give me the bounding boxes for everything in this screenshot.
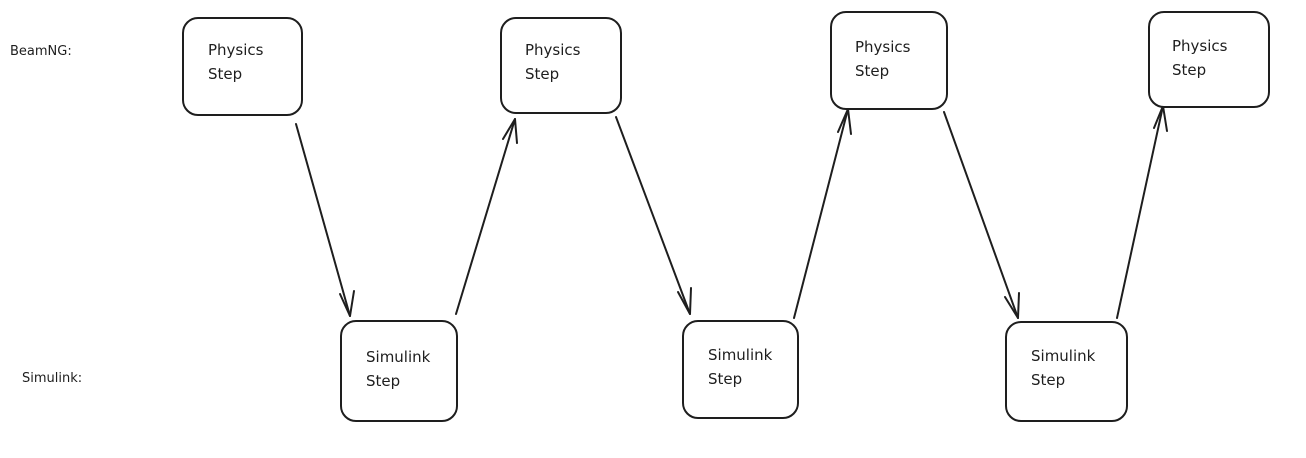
physics-step-box-4[interactable] [1148,11,1270,108]
physics-step-box-2[interactable] [500,17,622,114]
arrow-simulink1-to-physics2 [455,118,518,315]
simulink-step-label-3: Simulink Step [1031,347,1096,389]
simulink-lane-label: Simulink: [22,371,83,386]
physics-step-label-4: Physics Step [1172,37,1228,79]
simulink-step-box-1[interactable] [340,320,458,422]
physics-step-label-2: Physics Step [525,41,581,83]
simulink-step-box-3[interactable] [1005,321,1128,422]
simulink-step-label-2: Simulink Step [708,346,773,388]
physics-step-box-3[interactable] [830,11,948,110]
simulink-step-label-1: Simulink Step [366,348,431,390]
beamng-lane-label: BeamNG: [10,44,72,59]
arrow-physics3-to-simulink3 [943,111,1020,319]
arrow-physics2-to-simulink2 [615,116,692,315]
arrow-simulink3-to-physics4 [1116,105,1168,319]
arrow-physics1-to-simulink1 [295,123,355,317]
physics-step-box-1[interactable] [182,17,303,116]
physics-step-label-1: Physics Step [208,41,264,83]
simulink-step-box-2[interactable] [682,320,799,419]
arrow-simulink2-to-physics3 [793,108,852,319]
physics-step-label-3: Physics Step [855,38,911,80]
